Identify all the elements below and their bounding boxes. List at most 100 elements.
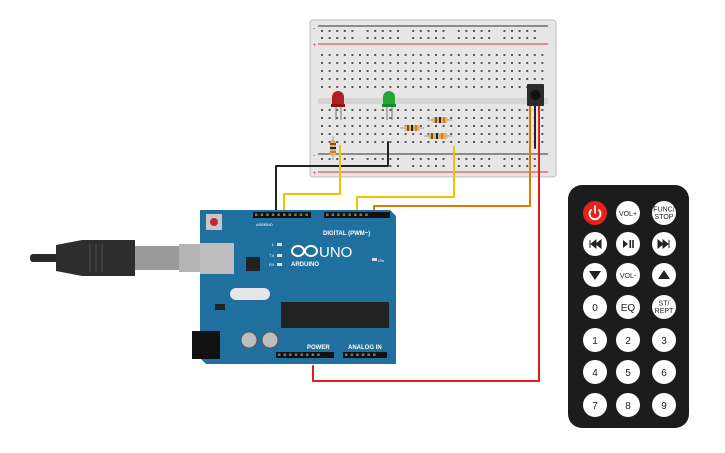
breadboard-hole — [473, 62, 475, 64]
remote-button-1[interactable]: 1 — [583, 328, 607, 352]
header-pin — [283, 213, 286, 216]
breadboard-hole — [541, 133, 544, 135]
wire-pin2 — [373, 147, 531, 213]
breadboard-hole — [465, 78, 468, 80]
breadboard-hole — [442, 37, 445, 39]
breadboard-hole — [419, 117, 422, 119]
breadboard-hole — [480, 78, 483, 80]
breadboard-hole — [343, 117, 346, 119]
breadboard-hole — [412, 37, 415, 39]
remote-button-7[interactable]: 7 — [583, 393, 607, 417]
breadboard-hole — [336, 141, 339, 143]
breadboard-hole — [495, 86, 498, 88]
digital-label: DIGITAL (PWM~) — [323, 231, 370, 237]
breadboard-hole — [473, 30, 475, 32]
breadboard-hole — [450, 70, 453, 72]
breadboard-hole — [321, 158, 323, 160]
remote-button-label: 7 — [592, 401, 598, 412]
breadboard-hole — [374, 62, 377, 64]
breadboard-hole — [488, 125, 491, 127]
breadboard-hole — [366, 78, 369, 80]
breadboard-hole — [404, 86, 407, 88]
breadboard-hole — [381, 133, 384, 135]
breadboard-hole — [321, 141, 323, 143]
breadboard-hole — [427, 78, 430, 80]
breadboard-hole — [427, 125, 430, 127]
remote-button-up[interactable] — [652, 263, 676, 287]
breadboard-hole — [389, 37, 392, 39]
breadboard-hole — [457, 165, 460, 167]
remote-button-2[interactable]: 2 — [616, 328, 640, 352]
breadboard-hole — [480, 109, 483, 111]
header-pin — [271, 213, 275, 216]
remote-button-label: 0 — [592, 303, 598, 314]
remote-button-power[interactable] — [583, 201, 607, 225]
remote-button-label: EQ — [621, 303, 636, 314]
remote-button-3[interactable]: 3 — [652, 328, 676, 352]
breadboard-hole — [457, 37, 460, 39]
resistor-2 — [428, 117, 452, 123]
remote-button-st-rept[interactable]: ST/REPT — [652, 295, 676, 319]
reset-button-cap[interactable] — [210, 218, 218, 226]
breadboard-hole — [381, 62, 384, 64]
remote-button-down[interactable] — [583, 263, 607, 287]
breadboard-hole — [343, 37, 346, 39]
breadboard-hole — [518, 109, 521, 111]
breadboard-hole — [480, 70, 483, 72]
remote-button-play-pause[interactable] — [616, 232, 640, 256]
aref-label: AREF — [256, 222, 267, 227]
remote-button-vol-[interactable]: VOL- — [616, 263, 640, 287]
breadboard-hole — [397, 125, 399, 127]
remote-button-rewind[interactable] — [583, 232, 607, 256]
breadboard-hole — [374, 78, 377, 80]
breadboard-hole — [511, 30, 513, 32]
breadboard-hole — [503, 117, 506, 119]
breadboard-hole — [321, 133, 323, 135]
breadboard-hole — [457, 70, 460, 72]
breadboard-hole — [351, 125, 354, 127]
header-top-right — [324, 212, 390, 218]
breadboard-hole — [511, 165, 513, 167]
breadboard-hole — [435, 30, 437, 32]
breadboard-hole — [427, 141, 430, 143]
breadboard-hole — [442, 125, 445, 127]
remote-button-5[interactable]: 5 — [616, 360, 640, 384]
breadboard-hole — [488, 78, 491, 80]
breadboard-hole — [442, 30, 445, 32]
fast-forward-icon — [657, 238, 670, 250]
breadboard-hole — [511, 70, 513, 72]
breadboard-hole — [541, 78, 544, 80]
remote-button-vol-[interactable]: VOL+ — [616, 201, 640, 225]
remote-button-6[interactable]: 6 — [652, 360, 676, 384]
breadboard-hole — [397, 141, 399, 143]
remote-button-4[interactable]: 4 — [583, 360, 607, 384]
breadboard-hole — [419, 109, 422, 111]
breadboard-hole — [412, 54, 415, 56]
breadboard-hole — [518, 141, 521, 143]
breadboard-hole — [381, 70, 384, 72]
breadboard-hole — [366, 86, 369, 88]
remote-button-label: REPT — [655, 308, 674, 315]
remote-button-func-stop[interactable]: FUNC/STOP — [652, 201, 676, 225]
atmega-chip — [281, 302, 389, 328]
breadboard-hole — [328, 70, 331, 72]
breadboard-hole — [366, 158, 369, 160]
remote-button-8[interactable]: 8 — [616, 393, 640, 417]
breadboard-hole — [397, 158, 399, 160]
remote-button-0[interactable]: 0 — [583, 295, 607, 319]
wire-5v — [312, 147, 540, 382]
breadboard-hole — [442, 158, 445, 160]
breadboard-hole — [473, 37, 475, 39]
breadboard-holes — [321, 30, 544, 167]
breadboard-hole — [473, 158, 475, 160]
breadboard-hole — [473, 78, 475, 80]
remote-button-9[interactable]: 9 — [652, 393, 676, 417]
remote-button-eq[interactable]: EQ — [616, 295, 640, 319]
remote-button-fast-forward[interactable] — [652, 232, 676, 256]
breadboard-hole — [526, 62, 529, 64]
breadboard-hole — [533, 37, 536, 39]
breadboard-hole — [457, 86, 460, 88]
breadboard-hole — [503, 125, 506, 127]
breadboard-hole — [412, 158, 415, 160]
